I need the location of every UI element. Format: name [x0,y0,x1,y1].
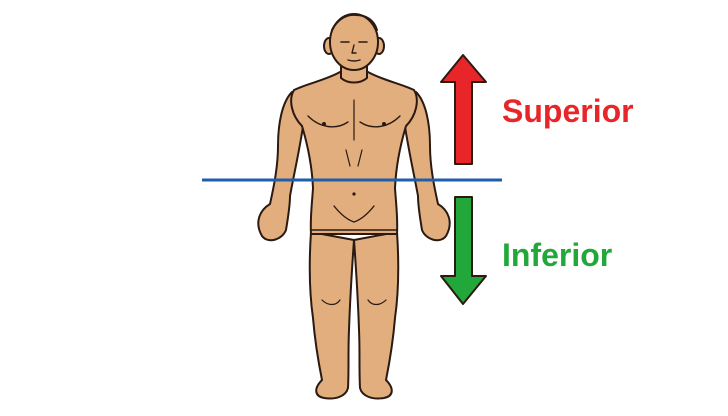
abdomen-line [345,149,363,167]
human-body-icon [257,13,451,400]
torso [290,71,418,235]
navel [352,192,356,196]
knee-right [367,299,387,306]
hairline [331,13,378,31]
left-arm [257,91,305,242]
superior-label: Superior [502,93,634,129]
left-leg [308,231,355,400]
arrow-up-icon [440,54,487,165]
knee-left [321,299,341,306]
arrow-down-icon [440,196,487,305]
inferior-label: Inferior [502,237,612,273]
right-nipple [382,122,386,126]
mouth [347,59,361,62]
right-arm [403,91,451,242]
right-leg [353,231,400,400]
left-nipple [322,122,326,126]
right-pectoral [359,115,401,128]
nose [351,44,357,54]
left-pectoral [307,115,349,128]
groin-line [333,205,375,223]
